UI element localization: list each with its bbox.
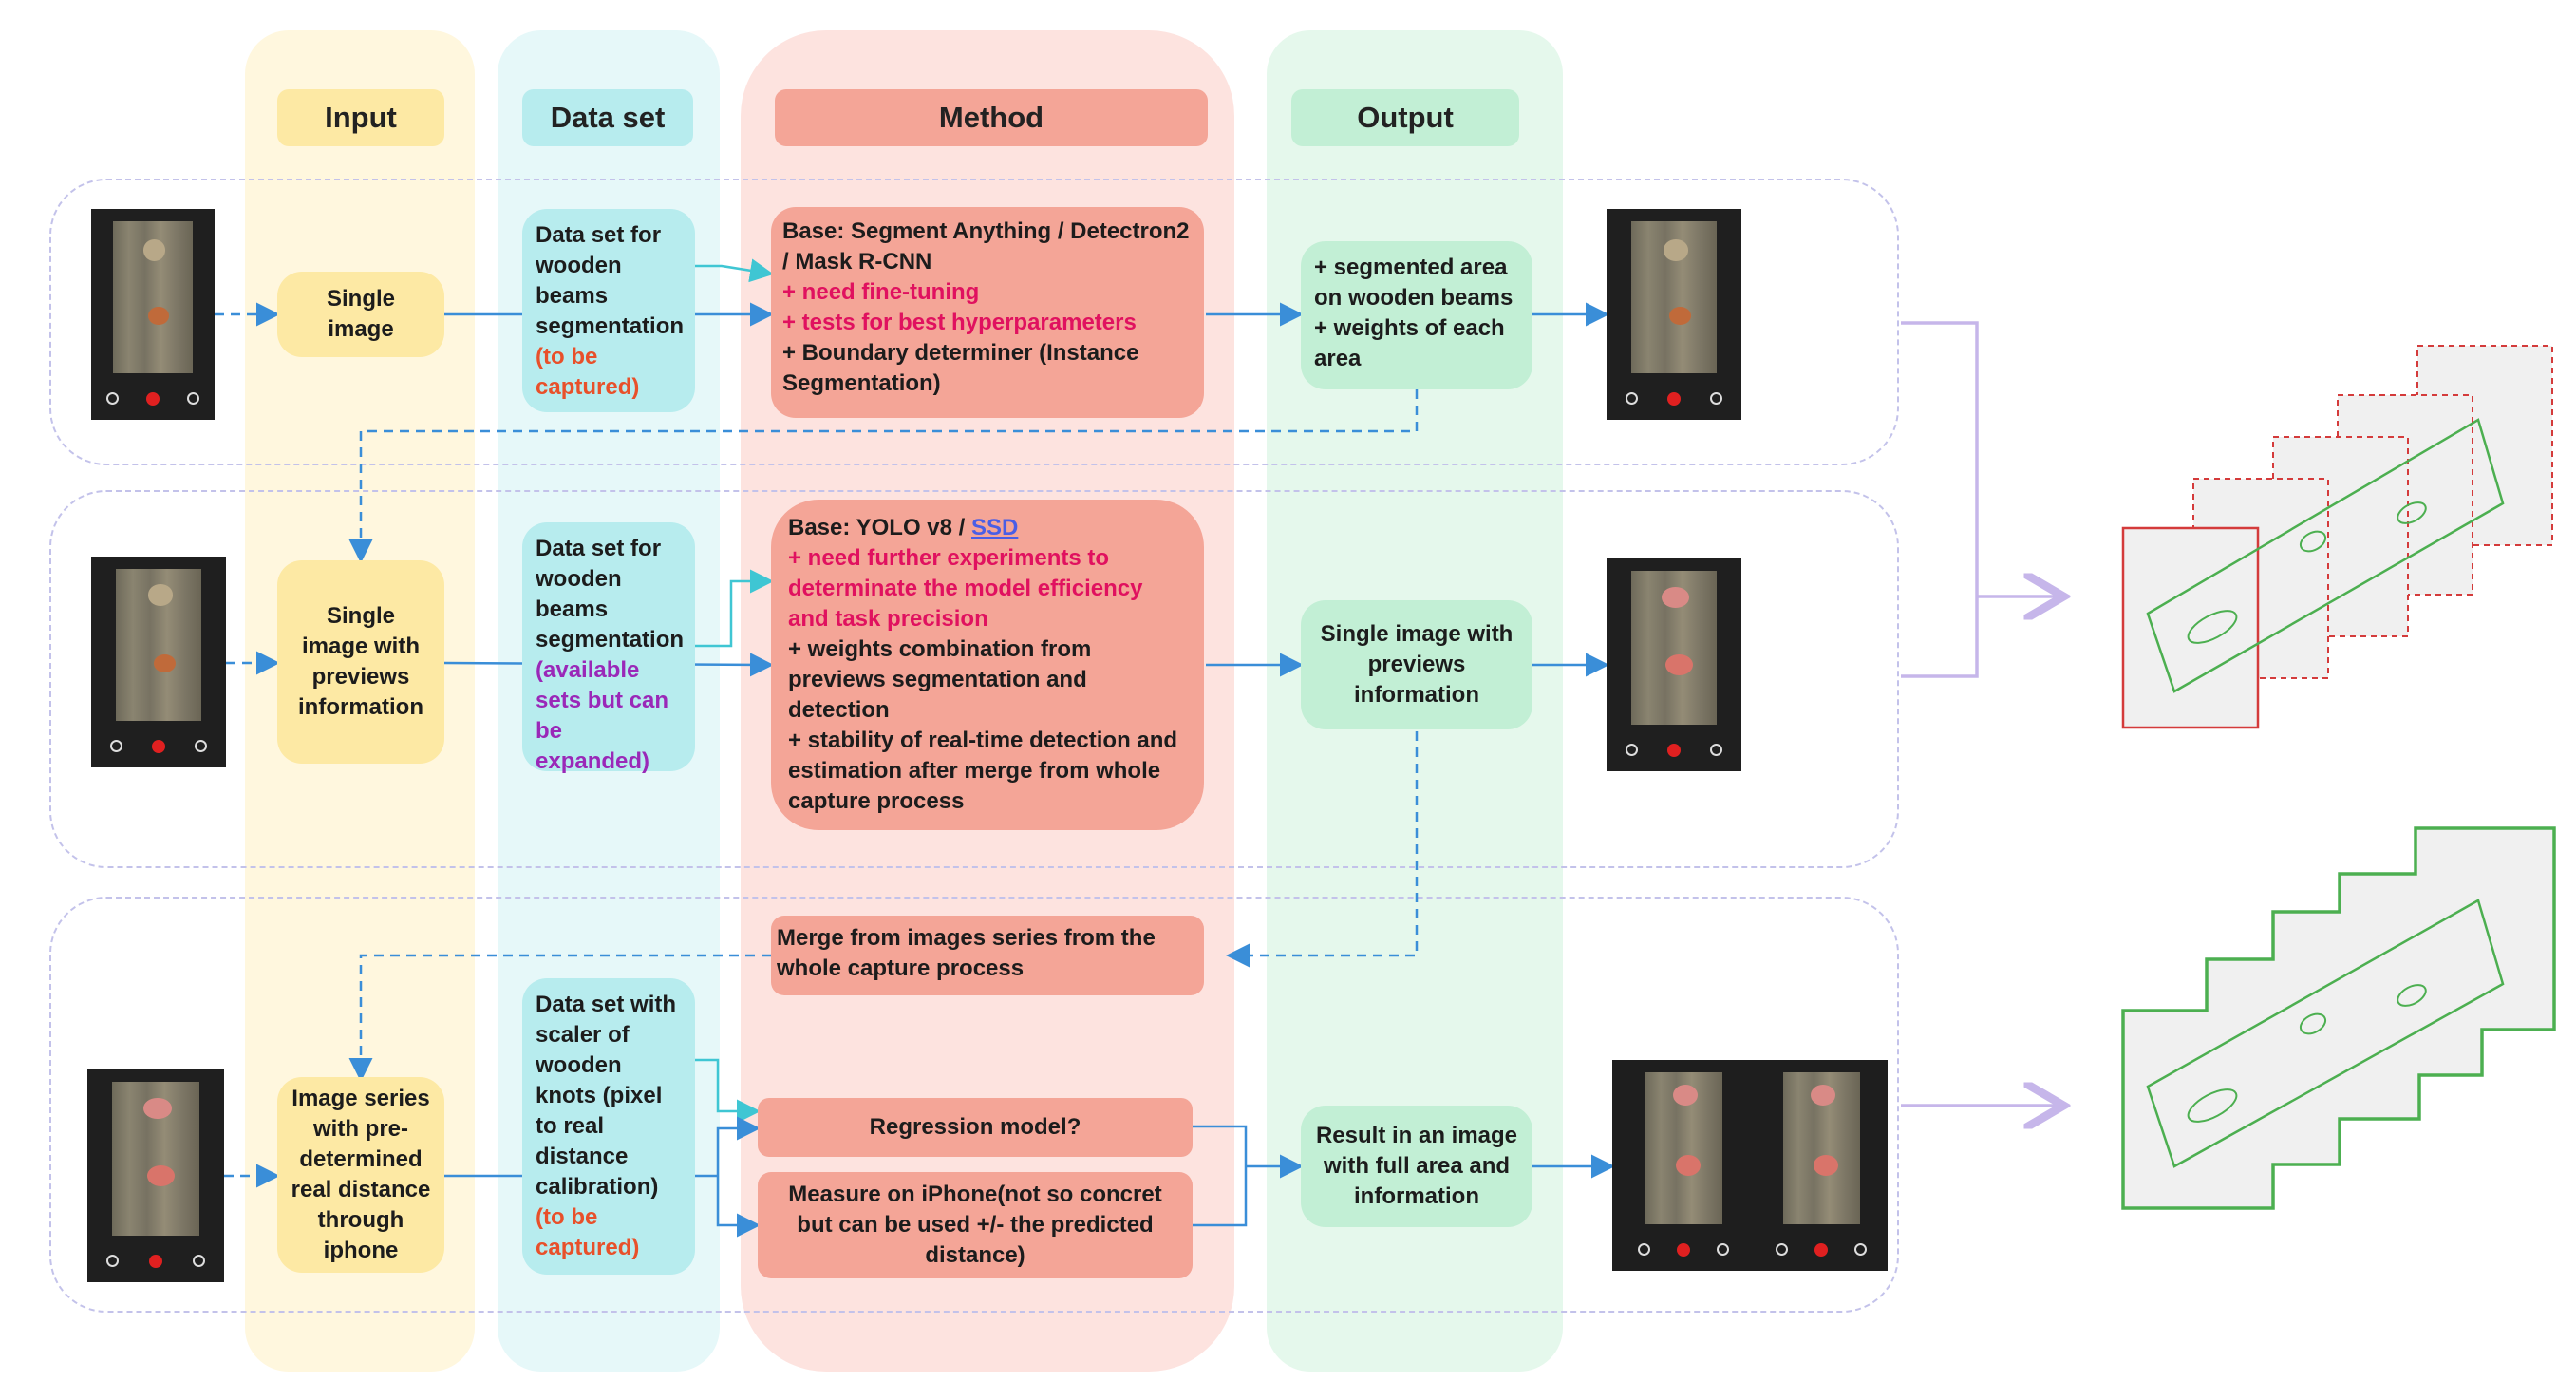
row3-dataset-note: (to be captured) xyxy=(536,1204,640,1260)
result-photo-right xyxy=(1761,1060,1883,1271)
row2-dataset-box: Data set for wooden beams segmentation (… xyxy=(522,522,695,774)
row2-input-photo xyxy=(91,557,226,767)
row2-output-box: Single image with previews information xyxy=(1301,600,1532,729)
row2-method-base-line: Base: YOLO v8 / SSD xyxy=(788,513,1187,543)
row1-frame xyxy=(49,179,1899,465)
row2-method-experiments: + need further experiments to determinat… xyxy=(788,545,1143,632)
tiled-frames-illustration xyxy=(2121,345,2553,729)
row3-dataset-box: Data set with scaler of wooden knots (pi… xyxy=(522,978,695,1275)
row3-input-box: Image series with pre-determined real di… xyxy=(277,1077,444,1273)
row3-input-photo xyxy=(87,1069,224,1282)
row1-method-hyperparams: + tests for best hyperparameters xyxy=(782,310,1137,335)
row2-method-base: Base: YOLO v8 / xyxy=(788,515,971,540)
row1-output-photo xyxy=(1607,209,1741,420)
row1-input-photo xyxy=(91,209,215,420)
row1-dataset-note: (to be captured) xyxy=(536,344,640,400)
dataset-header: Data set xyxy=(522,89,693,146)
row2-output-photo xyxy=(1607,558,1741,771)
row2-method-stability: + stability of real-time detection and e… xyxy=(788,728,1178,814)
row3-frame xyxy=(49,897,1899,1313)
row1-dataset-box: Data set for wooden beams segmentation (… xyxy=(522,209,695,412)
row1-method-base: Base: Segment Anything / Detectron2 / Ma… xyxy=(782,218,1190,274)
row1-method-finetune: + need fine-tuning xyxy=(782,279,980,305)
output-header: Output xyxy=(1291,89,1519,146)
row1-input-box: Single image xyxy=(277,272,444,357)
row1-method-box: Base: Segment Anything / Detectron2 / Ma… xyxy=(771,207,1204,418)
row3-dataset-main: Data set with scaler of wooden knots (pi… xyxy=(536,992,677,1200)
row2-dataset-main: Data set for wooden beams segmentation xyxy=(536,536,685,653)
row1-output-box: + segmented area on wooden beams + weigh… xyxy=(1301,241,1532,389)
merged-area-illustration xyxy=(2121,826,2556,1210)
method-header: Method xyxy=(775,89,1208,146)
row1-dataset-main: Data set for wooden beams segmentation xyxy=(536,222,685,339)
ssd-link[interactable]: SSD xyxy=(970,515,1019,540)
row2-method-box: Base: YOLO v8 / SSD + need further exper… xyxy=(771,500,1204,830)
row1-method-boundary: + Boundary determiner (Instance Segmenta… xyxy=(782,340,1139,396)
row2-frame xyxy=(49,490,1899,868)
row3-output-photo xyxy=(1612,1060,1888,1271)
row2-dataset-note: (available sets but can be expanded) xyxy=(536,657,669,774)
row2-method-weights: + weights combination from previews segm… xyxy=(788,636,1092,723)
row2-input-box: Single image with previews information xyxy=(277,560,444,764)
row3-merge-box: Merge from images series from the whole … xyxy=(771,916,1204,995)
result-photo-left xyxy=(1624,1060,1745,1271)
regression-box: Regression model? xyxy=(758,1098,1193,1157)
row3-output-box: Result in an image with full area and in… xyxy=(1301,1106,1532,1227)
input-header: Input xyxy=(277,89,444,146)
measure-box: Measure on iPhone(not so concret but can… xyxy=(758,1172,1193,1278)
